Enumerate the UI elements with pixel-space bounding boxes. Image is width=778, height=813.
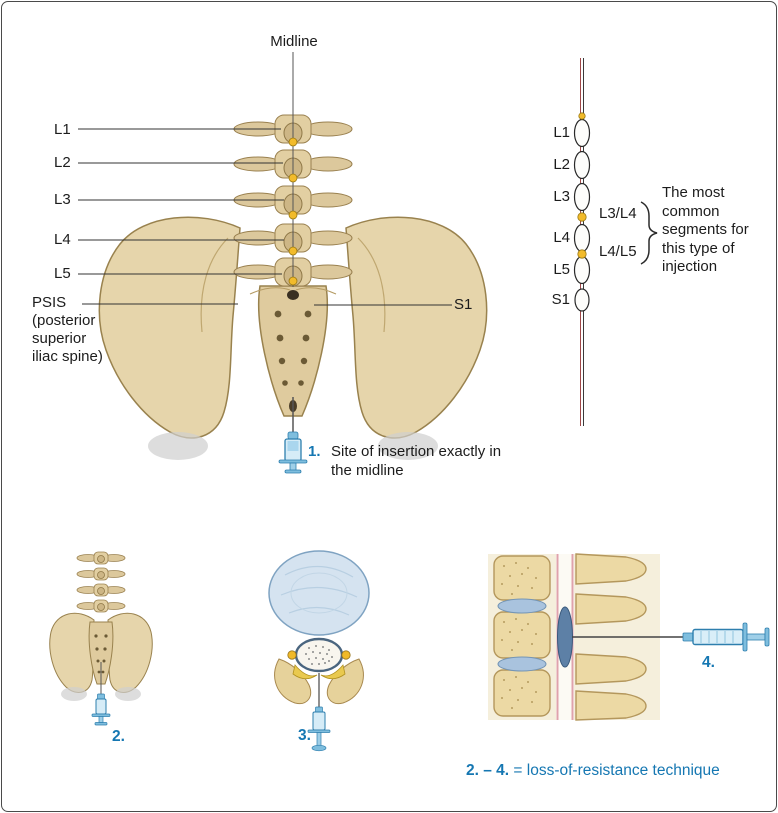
epidural-spread xyxy=(557,606,573,668)
schematic-label-L3: L3 xyxy=(553,188,570,205)
common-segments-note: The most common segments for this type o… xyxy=(662,184,749,275)
interspace-label-L4-L5: L4/L5 xyxy=(599,243,637,260)
leader-lines xyxy=(78,128,452,306)
figure3-axial-view-illustration xyxy=(268,550,370,752)
interspace-marker-dots xyxy=(288,137,298,286)
schematic-vertebra-ovals xyxy=(573,118,591,312)
figure4-number: 4. xyxy=(702,654,715,671)
schematic-label-L5: L5 xyxy=(553,261,570,278)
caption-insertion-site: 1. Site of insertion exactly in the midl… xyxy=(308,442,516,480)
figure2-posterior-mini-illustration xyxy=(49,551,153,726)
mini-vertebrae xyxy=(76,551,126,613)
schematic-label-S1: S1 xyxy=(551,291,570,308)
label-L3: L3 xyxy=(54,191,71,208)
label-L4: L4 xyxy=(54,231,71,248)
mini-pelvis xyxy=(49,612,153,701)
vertebral-bodies-sagittal xyxy=(493,555,551,717)
spinal-levels-schematic xyxy=(573,58,591,426)
syringe-4-icon xyxy=(572,622,770,652)
figure2-number: 2. xyxy=(112,728,125,745)
laminae-axial xyxy=(274,658,364,705)
caption-text: Site of insertion exactly in the midline xyxy=(331,443,502,479)
pelvis-left-wing xyxy=(98,216,241,439)
vertebral-body-axial xyxy=(268,550,370,636)
lumbar-spine-posterior-illustration xyxy=(78,52,488,474)
sacrum xyxy=(249,285,337,417)
schematic-marker-dots xyxy=(577,112,587,259)
lumbar-vertebrae xyxy=(233,114,353,287)
syringe-3-icon xyxy=(307,673,331,752)
footer-text: = loss-of-resistance technique xyxy=(513,762,720,779)
label-L5: L5 xyxy=(54,265,71,282)
syringe-2-icon xyxy=(91,662,111,726)
mini-sacrum xyxy=(88,621,114,685)
label-S1: S1 xyxy=(454,296,473,313)
label-L2: L2 xyxy=(54,154,71,171)
loss-of-resistance-note: 2. – 4. = loss-of-resistance technique xyxy=(466,762,720,780)
syringe-1-icon xyxy=(278,397,308,474)
facet-marker-dots xyxy=(287,650,351,660)
disc-upper xyxy=(497,598,547,614)
spinal-canal-axial xyxy=(294,637,344,673)
caption-number: 1. xyxy=(308,443,321,460)
spinous-processes xyxy=(575,553,647,721)
label-L1: L1 xyxy=(54,121,71,138)
psis-label: PSIS (posterior superior iliac spine) xyxy=(32,294,103,365)
schematic-label-L1: L1 xyxy=(553,124,570,141)
hip-shadow-right xyxy=(378,432,438,460)
hip-shadow-left xyxy=(148,432,208,460)
ligamenta-flava xyxy=(292,664,346,680)
schematic-label-L2: L2 xyxy=(553,156,570,173)
midline-label: Midline xyxy=(270,33,318,50)
interspace-label-L3-L4: L3/L4 xyxy=(599,205,637,222)
pelvis-right-wing xyxy=(345,216,488,439)
brace-icon xyxy=(640,201,658,265)
disc-lower xyxy=(497,656,547,672)
schematic-label-L4: L4 xyxy=(553,229,570,246)
figure4-sagittal-view-illustration xyxy=(488,553,770,721)
footer-range: 2. – 4. xyxy=(466,762,510,779)
figure3-number: 3. xyxy=(298,727,311,744)
